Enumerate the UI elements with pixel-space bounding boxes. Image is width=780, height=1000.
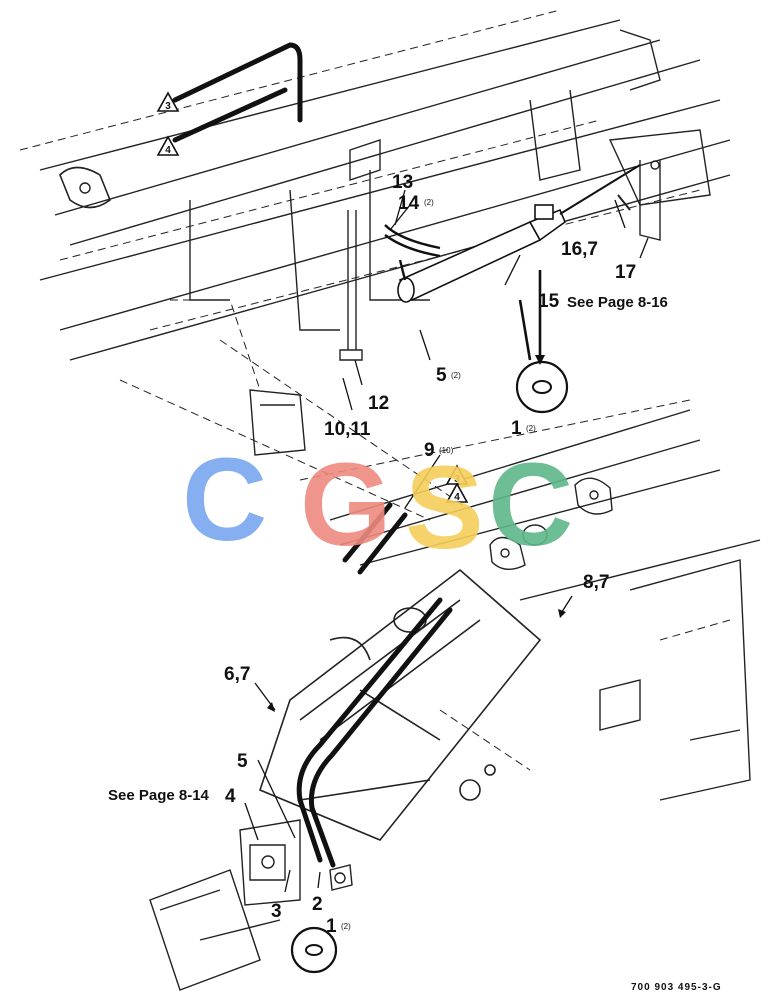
arrow-heads [267,355,566,712]
cylinder-hoses [384,224,441,281]
warning-triangle-4-top: 4 [156,135,180,156]
watermark-letter: C [182,434,267,566]
callout-13: 13 [392,172,413,193]
upper-hose [172,42,303,143]
lift-cylinder [397,164,641,303]
lower-frame [299,399,761,801]
upper-frame [19,9,731,521]
o-ring-detail-upper [515,360,569,414]
callout-17: 17 [615,262,636,283]
callout-4-reference: See Page 8-14 [108,787,210,804]
callout-16-7: 16,7 [561,239,598,260]
watermark-letter: C [488,439,573,571]
rod-assembly [339,210,363,361]
watermark-letter: S [405,442,484,574]
callouts: 13 14 (2) 16,7 17 15 See Page 8-16 5 (2)… [108,172,668,937]
callout-9-qty: (10) [439,446,454,455]
callout-3: 3 [271,901,282,922]
triangle-label: 4 [165,145,171,156]
leader-lines [244,189,649,893]
warning-triangle-3-top: 3 [156,91,180,112]
triangle-label: 3 [454,474,460,485]
lift-arm [259,568,542,841]
callout-1-upper-qty: (2) [526,424,536,433]
callout-1-lower-qty: (2) [341,922,351,931]
callout-12: 12 [368,393,389,414]
callout-14: 14 [398,193,420,214]
pivot-bracket [608,129,711,241]
warning-triangle-4-mid: 4 [445,482,469,503]
o-ring-detail-lower [290,926,338,974]
callout-15: 15 [538,291,560,312]
callout-14-qty: (2) [424,198,434,207]
triangle-label: 4 [454,492,460,503]
callout-5-lower: 5 [237,751,248,772]
callout-4: 4 [225,786,236,807]
callout-1-lower: 1 [326,916,337,937]
watermark: C G S C [182,434,573,574]
callout-2: 2 [312,894,323,915]
callout-10-11: 10,11 [324,419,371,440]
callout-1-upper: 1 [511,418,522,439]
watermark-letter: G [300,439,392,571]
arm-hoses [296,502,453,868]
triangle-label: 3 [165,101,171,112]
figure-number: 700 903 495-3-G [631,982,722,993]
callout-5-upper-qty: (2) [451,371,461,380]
base-assembly [149,819,353,991]
callout-6-7: 6,7 [224,664,250,685]
callout-15-reference: See Page 8-16 [567,294,668,311]
callout-5-upper: 5 [436,365,447,386]
callout-8-7: 8,7 [583,572,609,593]
callout-9: 9 [424,440,435,461]
